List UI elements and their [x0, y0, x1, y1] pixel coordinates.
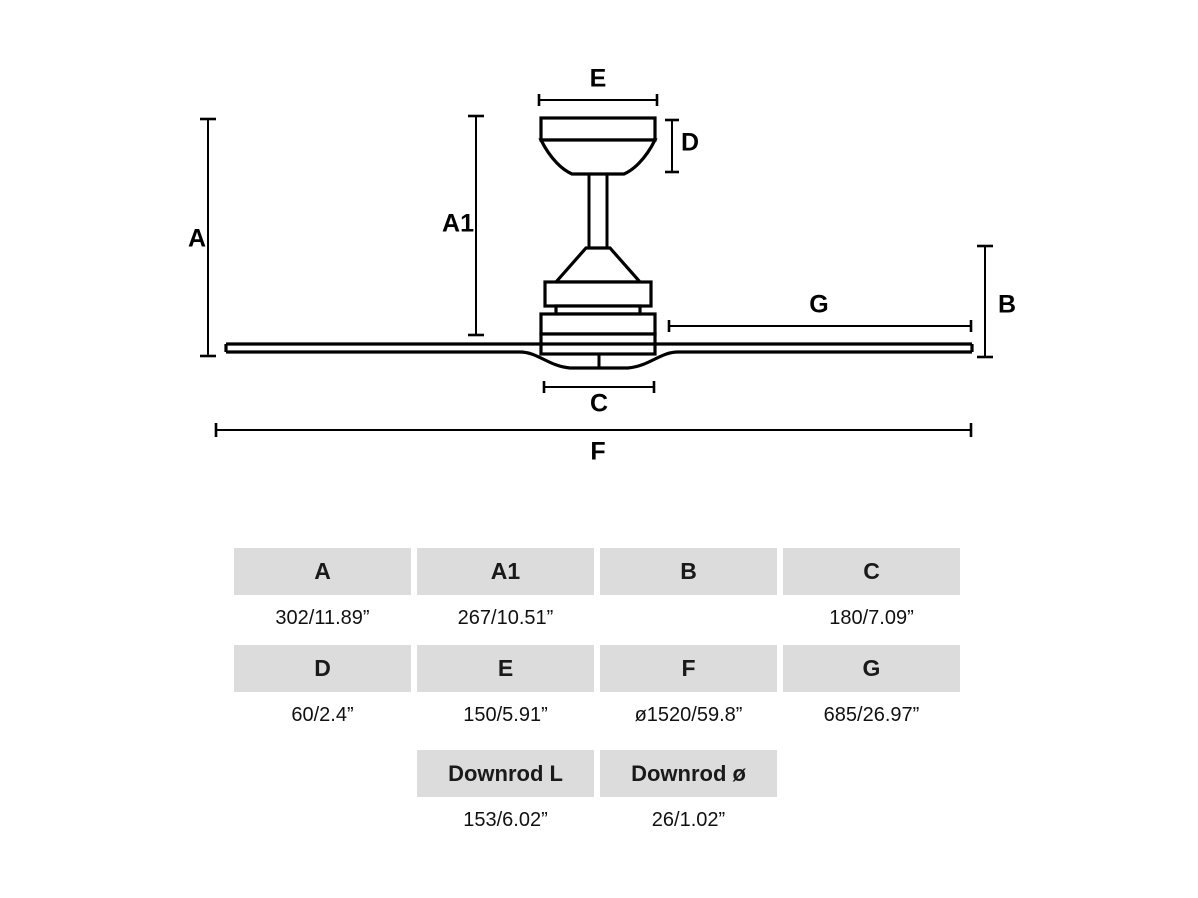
technical-drawing: A A1 B C D E F G: [188, 65, 1016, 466]
header-A: A: [234, 548, 411, 595]
dimension-G: [667, 320, 973, 332]
value-downrod-length: 153/6.02”: [417, 797, 594, 843]
table-cell: 180/7.09”: [781, 595, 964, 641]
table-cell: 685/26.97”: [781, 692, 964, 738]
dim-label-A1: A1: [442, 210, 474, 238]
table-cell: 150/5.91”: [415, 692, 598, 738]
table-cell: E: [415, 645, 598, 692]
value-C: 180/7.09”: [783, 595, 960, 641]
motor-yoke: [552, 246, 644, 284]
dimension-table: A A1 B C 302/11.89” 267/10.51”: [232, 548, 966, 843]
table-cell: F: [598, 645, 781, 692]
dim-label-E: E: [590, 65, 607, 93]
header-E: E: [417, 645, 594, 692]
fan-elevation-svg: A A1 B C D E F G: [188, 65, 1016, 466]
blade-right-bottom-edge: [599, 350, 972, 370]
dimension-A: [200, 117, 216, 358]
header-G: G: [783, 645, 960, 692]
dim-label-F: F: [590, 438, 605, 466]
table-cell: A: [232, 548, 415, 595]
table-cell: 153/6.02”: [415, 797, 598, 843]
dimension-F: [214, 423, 973, 437]
table-cell: B: [598, 548, 781, 595]
value-A: 302/11.89”: [234, 595, 411, 641]
table-cell: 302/11.89”: [232, 595, 415, 641]
table-cell: Downrod ø: [598, 750, 781, 797]
value-E: 150/5.91”: [417, 692, 594, 738]
table-cell: 26/1.02”: [598, 797, 781, 843]
canopy-flared-skirt: [538, 138, 658, 176]
dimension-C: [542, 381, 656, 393]
header-A1: A1: [417, 548, 594, 595]
dimension-label-texts: A A1 B C D E F G: [188, 65, 1016, 466]
table-cell: [598, 595, 781, 641]
table-header-row-1: A A1 B C: [232, 548, 966, 595]
dimension-B: [977, 244, 993, 359]
table-cell: ø1520/59.8”: [598, 692, 781, 738]
blade-left-bottom-edge: [226, 350, 599, 370]
table-value-row-1: 302/11.89” 267/10.51” 180/7.09”: [232, 595, 966, 641]
table-cell: 267/10.51”: [415, 595, 598, 641]
dimension-A1: [468, 114, 484, 337]
value-downrod-diameter: 26/1.02”: [600, 797, 777, 843]
motor-housing-step-2: [539, 312, 657, 336]
table-header-row-2: D E F G: [232, 645, 966, 692]
table-block-gap: [232, 738, 966, 750]
dim-label-C: C: [590, 390, 608, 418]
table-cell: 60/2.4”: [232, 692, 415, 738]
table-cell: D: [232, 645, 415, 692]
header-downrod-length: Downrod L: [417, 750, 594, 797]
header-downrod-diameter: Downrod ø: [600, 750, 777, 797]
value-D: 60/2.4”: [234, 692, 411, 738]
table-cell: C: [781, 548, 964, 595]
table-cell: G: [781, 645, 964, 692]
table-cell: Downrod L: [415, 750, 598, 797]
value-F: ø1520/59.8”: [600, 692, 777, 738]
table-value-row-downrod: 153/6.02” 26/1.02”: [415, 797, 783, 843]
value-B: [600, 595, 777, 641]
header-B: B: [600, 548, 777, 595]
table-header-row-downrod: Downrod L Downrod ø: [415, 750, 783, 797]
header-C: C: [783, 548, 960, 595]
table-cell: A1: [415, 548, 598, 595]
header-F: F: [600, 645, 777, 692]
dimension-lines: [200, 94, 993, 437]
canopy-top-plate: [539, 116, 657, 142]
table-value-row-2: 60/2.4” 150/5.91” ø1520/59.8” 685/26.97”: [232, 692, 966, 738]
dim-label-B: B: [998, 291, 1016, 319]
header-D: D: [234, 645, 411, 692]
motor-housing-step-1: [543, 280, 653, 308]
value-A1: 267/10.51”: [417, 595, 594, 641]
value-G: 685/26.97”: [783, 692, 960, 738]
dim-label-A: A: [188, 225, 206, 253]
dim-label-D: D: [681, 129, 699, 157]
fan-body-group: [224, 116, 974, 370]
dim-label-G: G: [809, 291, 828, 319]
dimension-E: [537, 94, 659, 106]
dimension-D: [665, 118, 679, 174]
